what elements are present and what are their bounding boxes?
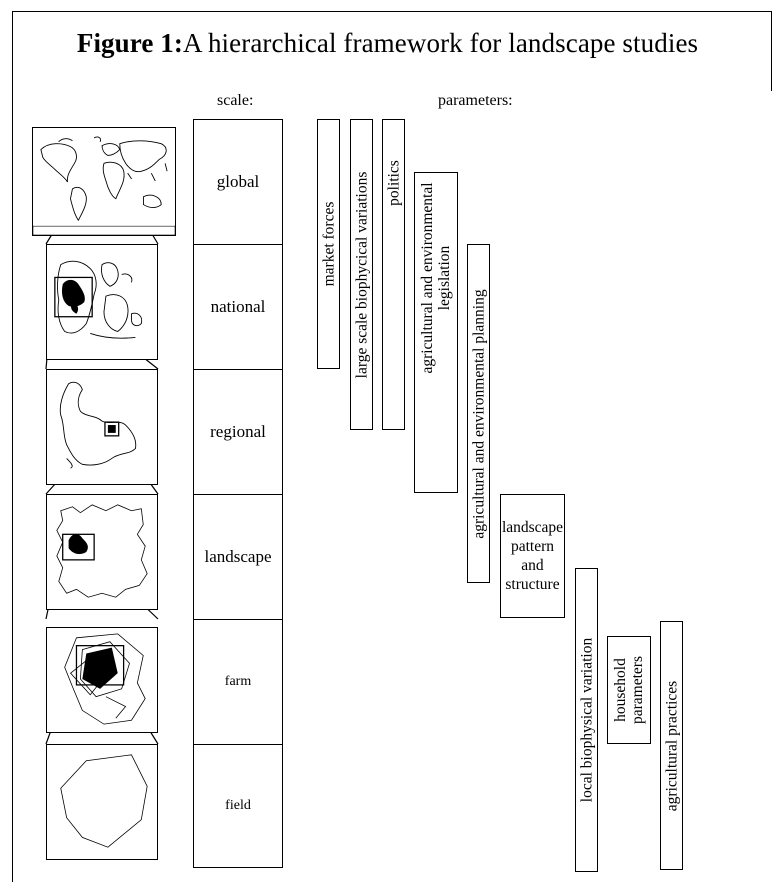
- param-bar-agricultural-practices: agricultural practices: [660, 621, 683, 870]
- scale-header: scale:: [217, 92, 254, 109]
- param-bar-large-scale-biophysical: large scale biophycical variations: [350, 119, 373, 430]
- parameters-header: parameters:: [438, 92, 513, 109]
- scale-label-farm: farm: [224, 674, 252, 689]
- regional-map-icon: [46, 369, 158, 485]
- scale-label-landscape: landscape: [204, 547, 272, 566]
- param-bar-landscape-pattern: landscape pattern and structure: [500, 494, 565, 618]
- param-label-politics: politics: [385, 159, 402, 206]
- scale-label-national: national: [210, 297, 266, 316]
- national-map-icon: [46, 244, 158, 360]
- farm-map-icon: [46, 627, 158, 733]
- param-label-large-scale-biophysical: large scale biophycical variations: [353, 171, 370, 378]
- param-bar-local-biophysical: local biophysical variation: [575, 568, 598, 872]
- param-bar-household: household parameters: [607, 636, 651, 744]
- scale-cell-landscape: landscape: [193, 494, 283, 620]
- param-bar-politics: politics: [382, 119, 405, 430]
- frame-top-border: [12, 11, 772, 12]
- scale-cell-field: field: [193, 744, 283, 868]
- param-label-agricultural-practices: agricultural practices: [663, 680, 680, 811]
- frame-right-border: [771, 11, 772, 91]
- world-map-icon: [32, 127, 176, 236]
- scale-cell-farm: farm: [193, 619, 283, 745]
- param-label-agri-env-planning: agricultural and environmental planning: [470, 288, 487, 539]
- landscape-map-icon: [46, 494, 158, 610]
- param-label-agri-env-legislation: agricultural and environmental legislati…: [419, 181, 453, 374]
- param-label-local-biophysical: local biophysical variation: [578, 637, 595, 803]
- param-label-market-forces: market forces: [320, 201, 337, 287]
- scale-label-field: field: [225, 798, 251, 813]
- field-map-icon: [46, 744, 158, 860]
- frame-left-border: [12, 11, 13, 882]
- param-bar-agri-env-legislation: agricultural and environmental legislati…: [414, 172, 458, 493]
- param-label-landscape-pattern: landscape pattern and structure: [501, 519, 564, 593]
- scale-label-regional: regional: [210, 422, 266, 441]
- figure-title-text: A hierarchical framework for landscape s…: [183, 28, 699, 58]
- param-bar-market-forces: market forces: [317, 119, 340, 369]
- scale-cell-global: global: [193, 119, 283, 245]
- scale-label-global: global: [216, 172, 260, 191]
- param-bar-agri-env-planning: agricultural and environmental planning: [467, 244, 490, 583]
- figure-title: Figure 1:A hierarchical framework for la…: [0, 28, 775, 59]
- figure-title-label: Figure 1:: [76, 28, 183, 58]
- param-label-household: household parameters: [612, 656, 646, 724]
